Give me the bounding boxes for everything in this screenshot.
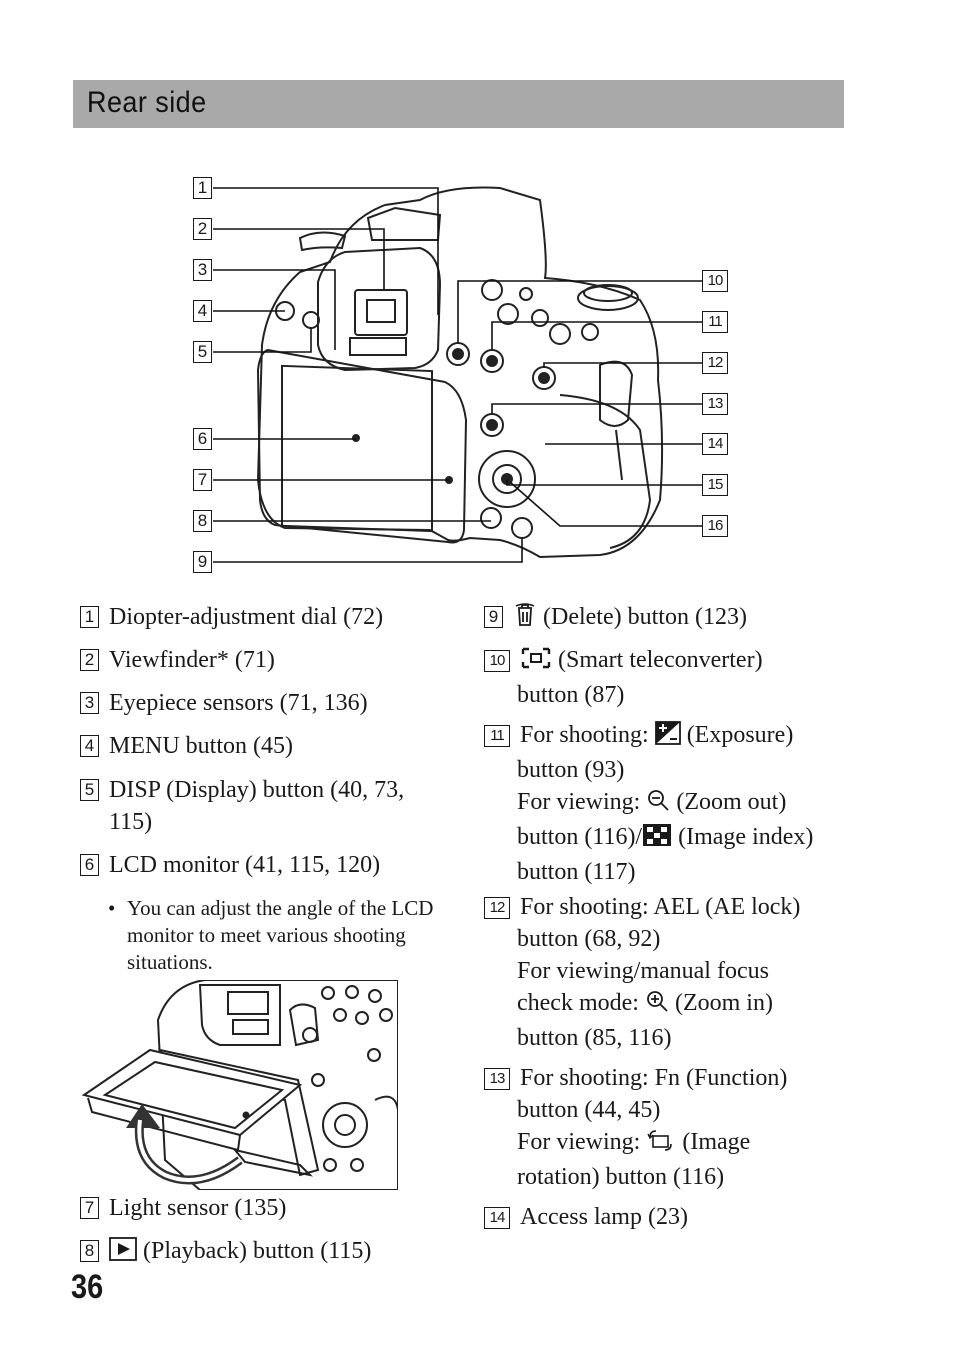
item-text: Access lamp (23)	[520, 1204, 688, 1230]
list-item-6: 6 LCD monitor (41, 115, 120)	[80, 849, 380, 881]
list-item-5: 5 DISP (Display) button (40, 73, 115)	[80, 774, 404, 838]
item-text: (Playback) button (115)	[143, 1238, 372, 1264]
list-item-11: 11 For shooting: (Exposure) button (93) F…	[484, 719, 813, 888]
item-number: 7	[80, 1197, 99, 1219]
list-item-12: 12 For shooting: AEL (AE lock) button (68…	[484, 891, 800, 1054]
callout-10: 10	[702, 270, 728, 292]
callout-16: 16	[702, 515, 728, 537]
eyepiece-cup	[317, 246, 442, 372]
list-item-10: 10 (Smart teleconverter) button (87)	[484, 644, 763, 711]
callout-12: 12	[702, 352, 728, 374]
item-number: 12	[484, 897, 510, 919]
section-header-bar: Rear side	[73, 80, 844, 128]
list-item-8: 8 (Playback) button (115)	[80, 1235, 371, 1270]
item-text: Light sensor (135)	[109, 1195, 287, 1221]
callout-15: 15	[702, 474, 728, 496]
item-number: 6	[80, 854, 99, 876]
eyepiece-sensor	[349, 337, 407, 356]
item-text: For shooting: Fn (Function)	[520, 1065, 788, 1091]
item-text: MENU button (45)	[109, 733, 293, 759]
item-number: 14	[484, 1207, 510, 1229]
item-text-cont: For viewing: (Zoom out)	[484, 786, 813, 821]
item-number: 13	[484, 1068, 510, 1090]
item-number: 2	[80, 649, 99, 671]
smart-teleconverter-icon	[520, 646, 552, 679]
callout-8: 8	[193, 510, 212, 532]
item-number: 9	[484, 606, 503, 628]
zoom-in-icon	[645, 989, 669, 1022]
page-number: 36	[71, 1268, 104, 1306]
callout-5: 5	[193, 341, 212, 363]
list-item-13: 13 For shooting: Fn (Function) button (44…	[484, 1062, 787, 1193]
item-text: For shooting: AEL (AE lock)	[520, 894, 801, 920]
callout-3: 3	[193, 259, 212, 281]
item-text: Eyepiece sensors (71, 136)	[109, 690, 368, 716]
image-rotation-icon	[646, 1128, 676, 1161]
item-text-cont: button (87)	[517, 682, 625, 708]
item-number: 4	[80, 735, 99, 757]
list-item-4: 4 MENU button (45)	[80, 730, 293, 762]
list-item-2: 2 Viewfinder* (71)	[80, 644, 275, 676]
controller-ring	[478, 450, 536, 508]
item-text: LCD monitor (41, 115, 120)	[109, 852, 381, 878]
exposure-icon	[654, 721, 681, 754]
viewfinder-window	[354, 289, 408, 336]
playback-icon	[109, 1237, 137, 1270]
callout-13: 13	[702, 393, 728, 415]
item-text-cont: check mode: (Zoom in)	[484, 987, 800, 1022]
callout-9: 9	[193, 551, 212, 573]
zoom-out-icon	[646, 788, 670, 821]
item-text-cont: rotation) button (116)	[517, 1164, 725, 1190]
item-text-cont: button (116)/ (Image index)	[484, 821, 813, 856]
item-number: 11	[484, 725, 510, 747]
item-text: (Exposure)	[686, 722, 794, 748]
list-item-14: 14 Access lamp (23)	[484, 1201, 688, 1233]
item-text-cont: button (68, 92)	[517, 926, 661, 952]
item-number: 10	[484, 650, 510, 672]
bullet-dot: •	[108, 896, 116, 920]
item-number: 1	[80, 606, 99, 628]
note-text: You can adjust the angle of the LCD moni…	[127, 896, 434, 974]
callout-1: 1	[193, 177, 212, 199]
callout-2: 2	[193, 218, 212, 240]
callout-7: 7	[193, 469, 212, 491]
item-text: (Smart teleconverter)	[558, 647, 763, 673]
item-text: Diopter-adjustment dial (72)	[109, 604, 384, 630]
callout-6: 6	[193, 428, 212, 450]
item-text-cont: button (44, 45)	[517, 1097, 661, 1123]
item-text-cont: button (85, 116)	[517, 1025, 672, 1051]
item-number: 5	[80, 779, 99, 801]
lcd-monitor-frame	[256, 348, 468, 544]
callout-11: 11	[702, 311, 728, 333]
item-text: (Delete) button (123)	[543, 604, 747, 630]
list-item-3: 3 Eyepiece sensors (71, 136)	[80, 687, 368, 719]
list-item-1: 1 Diopter-adjustment dial (72)	[80, 601, 383, 633]
item-text: DISP (Display) button (40, 73,	[109, 777, 405, 803]
trash-icon	[513, 601, 537, 636]
section-title: Rear side	[87, 86, 207, 119]
item-text-cont: For viewing/manual focus	[517, 958, 769, 984]
callout-14: 14	[702, 433, 728, 455]
lcd-screen	[281, 364, 433, 533]
list-item-9: 9 (Delete) button (123)	[484, 601, 747, 636]
item-text-cont: button (93)	[517, 757, 625, 783]
camera-rear-diagram	[213, 186, 703, 563]
item-text-cont: button (117)	[517, 859, 636, 885]
image-index-icon	[642, 823, 672, 856]
item-text-cont: For viewing: (Image	[484, 1126, 787, 1161]
camera-body-outline	[256, 186, 664, 559]
item-text-cont: 115)	[109, 809, 153, 835]
item-text: For shooting:	[520, 722, 649, 748]
lcd-note: • You can adjust the angle of the LCD mo…	[108, 895, 438, 976]
item-number: 8	[80, 1240, 99, 1262]
callout-4: 4	[193, 300, 212, 322]
item-text: Viewfinder* (71)	[109, 647, 275, 673]
list-item-7: 7 Light sensor (135)	[80, 1192, 286, 1224]
item-number: 3	[80, 692, 99, 714]
